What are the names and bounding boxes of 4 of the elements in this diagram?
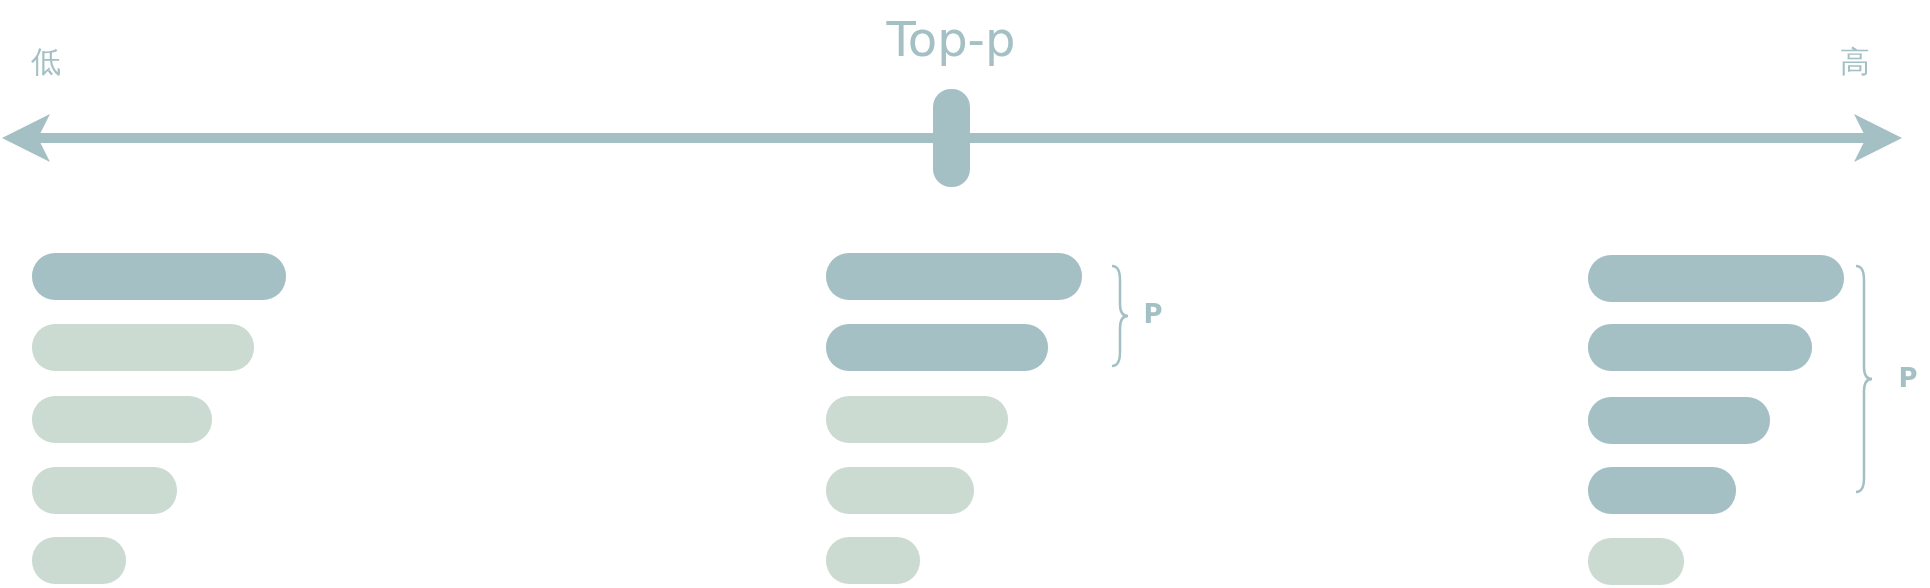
brace-label: P xyxy=(1143,301,1163,327)
brace-label: P xyxy=(1898,365,1918,391)
scale-label: 低 xyxy=(31,47,61,77)
scale-label: 高 xyxy=(1840,47,1870,77)
